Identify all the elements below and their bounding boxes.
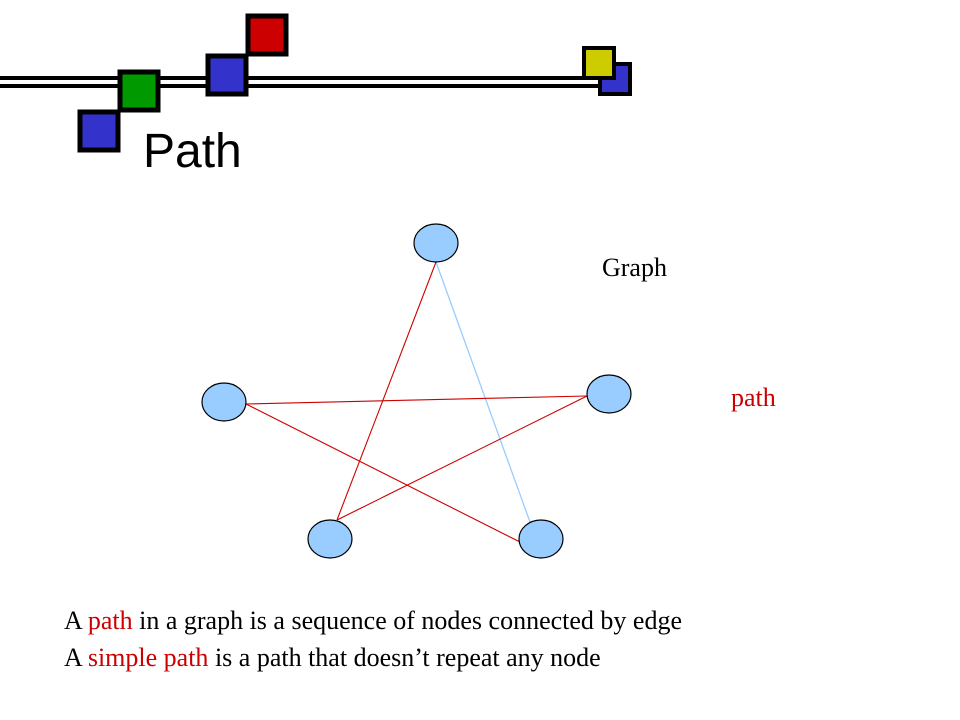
node-left [201, 382, 247, 422]
deco-square-green [117, 69, 161, 113]
deco-square-red [245, 13, 289, 57]
node-right [586, 374, 632, 414]
header-decoration [0, 13, 632, 153]
definition-path: A path in a graph is a sequence of nodes… [64, 602, 682, 639]
term-path: path [87, 606, 133, 635]
node-bottom-right [518, 519, 564, 559]
definition-simple-path: A simple path is a path that doesn’t rep… [64, 639, 682, 676]
deco-square-blue-low [77, 109, 121, 153]
graph-edge-top-bottom-right [435, 261, 531, 523]
body-text: A path in a graph is a sequence of nodes… [64, 602, 682, 676]
slide-title: Path [143, 125, 242, 178]
path-edge-left-bottom-right [245, 403, 521, 543]
term-simple-path: simple path [87, 643, 209, 672]
node-top [413, 223, 459, 263]
path-edge-top-bottom-left [336, 261, 437, 521]
graph-label: Graph [602, 253, 667, 282]
line2-prefix: A [64, 643, 82, 672]
deco-square-blue-mid [205, 53, 249, 97]
path-edge-right-left [245, 395, 588, 405]
line1-prefix: A [64, 606, 82, 635]
path-edge-bottom-left-right [336, 395, 588, 521]
graph-diagram [201, 223, 632, 559]
line2-rest: is a path that doesn’t repeat any node [214, 643, 601, 672]
path-label: path [731, 383, 776, 412]
deco-square-yellow [582, 46, 616, 80]
node-bottom-left [307, 519, 353, 559]
line1-rest: in a graph is a sequence of nodes connec… [139, 606, 683, 635]
